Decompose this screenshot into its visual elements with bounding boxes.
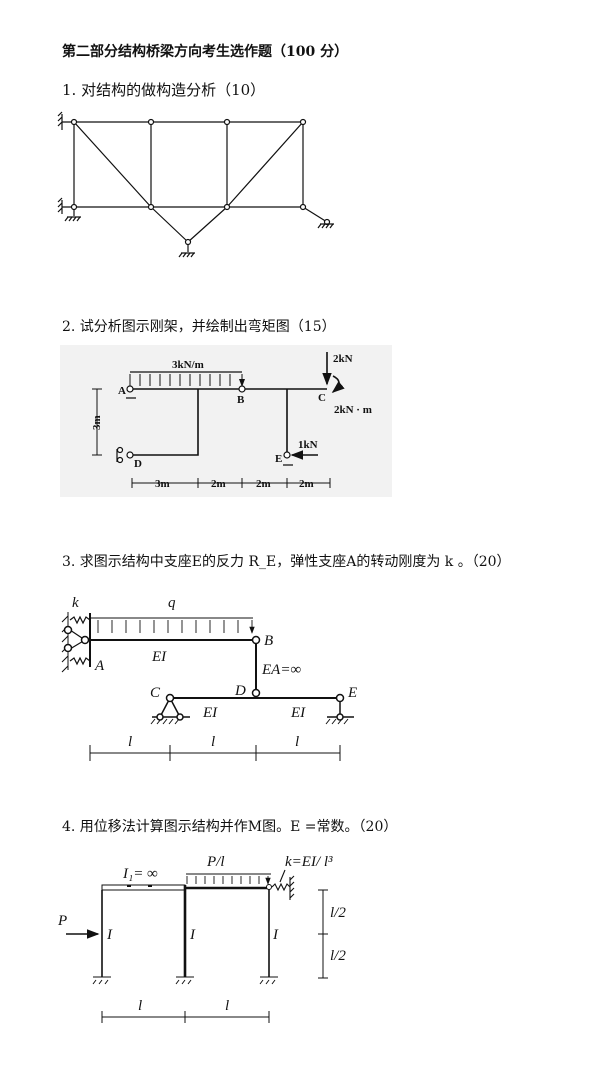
diagram-label: D: [134, 458, 142, 470]
question-1-text: 1. 对结构的做构造分析（10）: [62, 81, 266, 99]
diagram-label: k=EI/ l³: [285, 854, 333, 870]
diagram-label: 2m: [256, 478, 271, 490]
diagram-label: 1kN: [298, 439, 318, 451]
diagram-label: 2m: [299, 478, 314, 490]
diagram-label: q: [168, 595, 176, 611]
diagram-label: k: [72, 595, 79, 611]
diagram-label: P: [57, 913, 67, 929]
question-2-text: 2. 试分析图示刚架，并绘制出弯矩图（15）: [62, 319, 336, 335]
support-hatching: [57, 111, 334, 254]
diagram-label: B: [264, 633, 273, 649]
diagram-label: l: [138, 998, 142, 1014]
question-4-text: 4. 用位移法计算图示结构并作M图。E =常数。（20）: [62, 819, 398, 835]
diagram-label: 2kN: [333, 353, 353, 365]
diagram-label: EI: [290, 705, 306, 721]
diagram-label: C: [150, 685, 161, 701]
diagram-label: l: [128, 734, 132, 750]
diagram-label: l: [225, 998, 229, 1014]
diagram-label: EI: [202, 705, 218, 721]
figure-1-truss: [57, 111, 334, 258]
diagram-label: l: [295, 734, 299, 750]
diagram-label: 3m: [91, 415, 103, 430]
diagram-label: I₁= ∞: [122, 866, 158, 882]
diagram-label: l/2: [330, 948, 346, 964]
diagram-label: P/l: [206, 854, 225, 870]
diagram-label: 2m: [211, 478, 226, 490]
diagram-label: E: [347, 685, 357, 701]
diagram-label: 3kN/m: [172, 359, 204, 371]
diagram-label: A: [118, 385, 126, 397]
figure-2-frame: 3kN/m 2kN 2kN · m 1kN A B C D E 3m 3m 2m…: [60, 345, 392, 497]
figure-3-beam-system: k q A B C D E EI EI EI EA=∞ l l l: [61, 595, 357, 761]
diagram-label: A: [94, 658, 105, 674]
diagram-label: l: [211, 734, 215, 750]
figure-4-frame: I₁= ∞ P/l k=EI/ l³ P I I I l/2 l/2 l l: [57, 854, 346, 1023]
section-title: 第二部分结构桥梁方向考生选作题（100 分）: [62, 44, 349, 60]
diagram-label: E: [275, 453, 282, 465]
diagram-label: C: [318, 392, 326, 404]
diagram-label: D: [234, 683, 246, 699]
diagram-label: B: [237, 394, 245, 406]
diagram-label: 2kN · m: [334, 404, 372, 416]
diagram-label: I: [106, 927, 113, 943]
diagram-label: I: [189, 927, 196, 943]
diagram-label: 3m: [155, 478, 170, 490]
question-3-text: 3. 求图示结构中支座E的反力 R_E，弹性支座A的转动刚度为 k 。（20）: [62, 554, 511, 570]
diagram-label: EI: [151, 649, 167, 665]
diagram-label: I: [272, 927, 279, 943]
diagram-label: EA=∞: [261, 662, 301, 678]
diagram-label: l/2: [330, 905, 346, 921]
